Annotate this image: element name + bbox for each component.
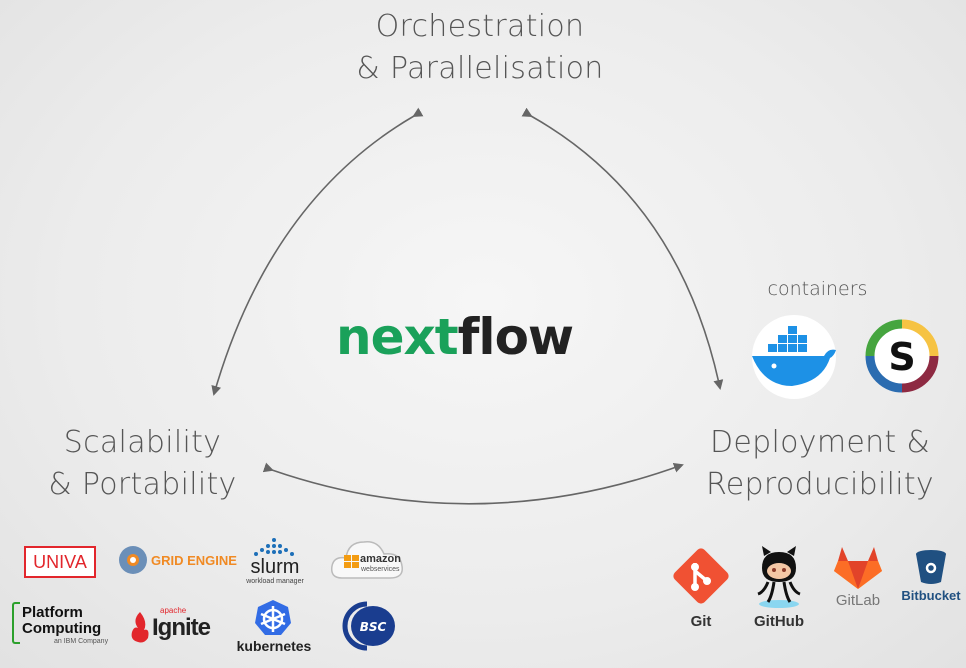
heading-right-line1: Deployment & (709, 425, 931, 460)
containers-label: containers (767, 278, 868, 300)
bitbucket-text: Bitbucket (901, 588, 961, 603)
arrow-top-left (211, 107, 424, 396)
slurm-text: slurm (250, 556, 300, 578)
heading-left-line2: & Portability (48, 467, 237, 502)
gitlab-text: GitLab (835, 592, 881, 609)
arrow-top-right (521, 107, 724, 390)
slurm-subtext: workload manager (246, 578, 304, 585)
amazon-cloud-icon (330, 541, 403, 579)
heading-top-line1: Orchestration (375, 9, 585, 44)
logo-part-flow: flow (457, 308, 574, 366)
heading-right-line2: Reproducibility (706, 467, 934, 502)
github-text: GitHub (754, 613, 804, 630)
heading-deployment: Deployment & Reproducibility (700, 422, 940, 506)
arrow-bottom (262, 462, 684, 505)
univa-logo: UNIVA (24, 546, 96, 578)
github-octocat-icon (757, 546, 801, 608)
platform-subtext: an IBM Company (54, 638, 109, 645)
platform-text-2: Computing (22, 620, 102, 637)
ignite-apache-text: apache (160, 606, 187, 615)
svg-text:S: S (888, 335, 915, 379)
heading-scalability: Scalability & Portability (20, 422, 265, 506)
univa-text: UNIVA (33, 552, 87, 572)
platform-text-1: Platform (22, 604, 83, 621)
bsc-icon: BSC (342, 601, 395, 651)
bitbucket-icon (916, 550, 946, 584)
amazon-text: amazon (360, 553, 401, 565)
grid-engine-text: GRID ENGINE (151, 553, 237, 568)
nextflow-logo: nextflow (336, 308, 574, 366)
docker-icon (752, 315, 836, 399)
slurm-icon (254, 538, 294, 556)
ignite-text: Ignite (152, 614, 211, 641)
amazon-subtext: webservices (361, 566, 400, 573)
bsc-text: BSC (360, 620, 387, 634)
kubernetes-icon (255, 600, 291, 635)
grid-engine-icon (119, 546, 147, 574)
logo-part-next: next (336, 308, 459, 366)
git-icon (673, 548, 729, 604)
ignite-flame-icon (131, 612, 149, 643)
git-text: Git (690, 613, 712, 630)
heading-orchestration: Orchestration & Parallelisation (300, 6, 660, 90)
singularity-icon: S (865, 319, 939, 393)
kubernetes-text: kubernetes (236, 638, 312, 654)
platform-bracket-icon (12, 602, 20, 644)
heading-left-line1: Scalability (63, 425, 222, 460)
heading-top-line2: & Parallelisation (356, 51, 604, 86)
gitlab-icon (834, 547, 882, 589)
